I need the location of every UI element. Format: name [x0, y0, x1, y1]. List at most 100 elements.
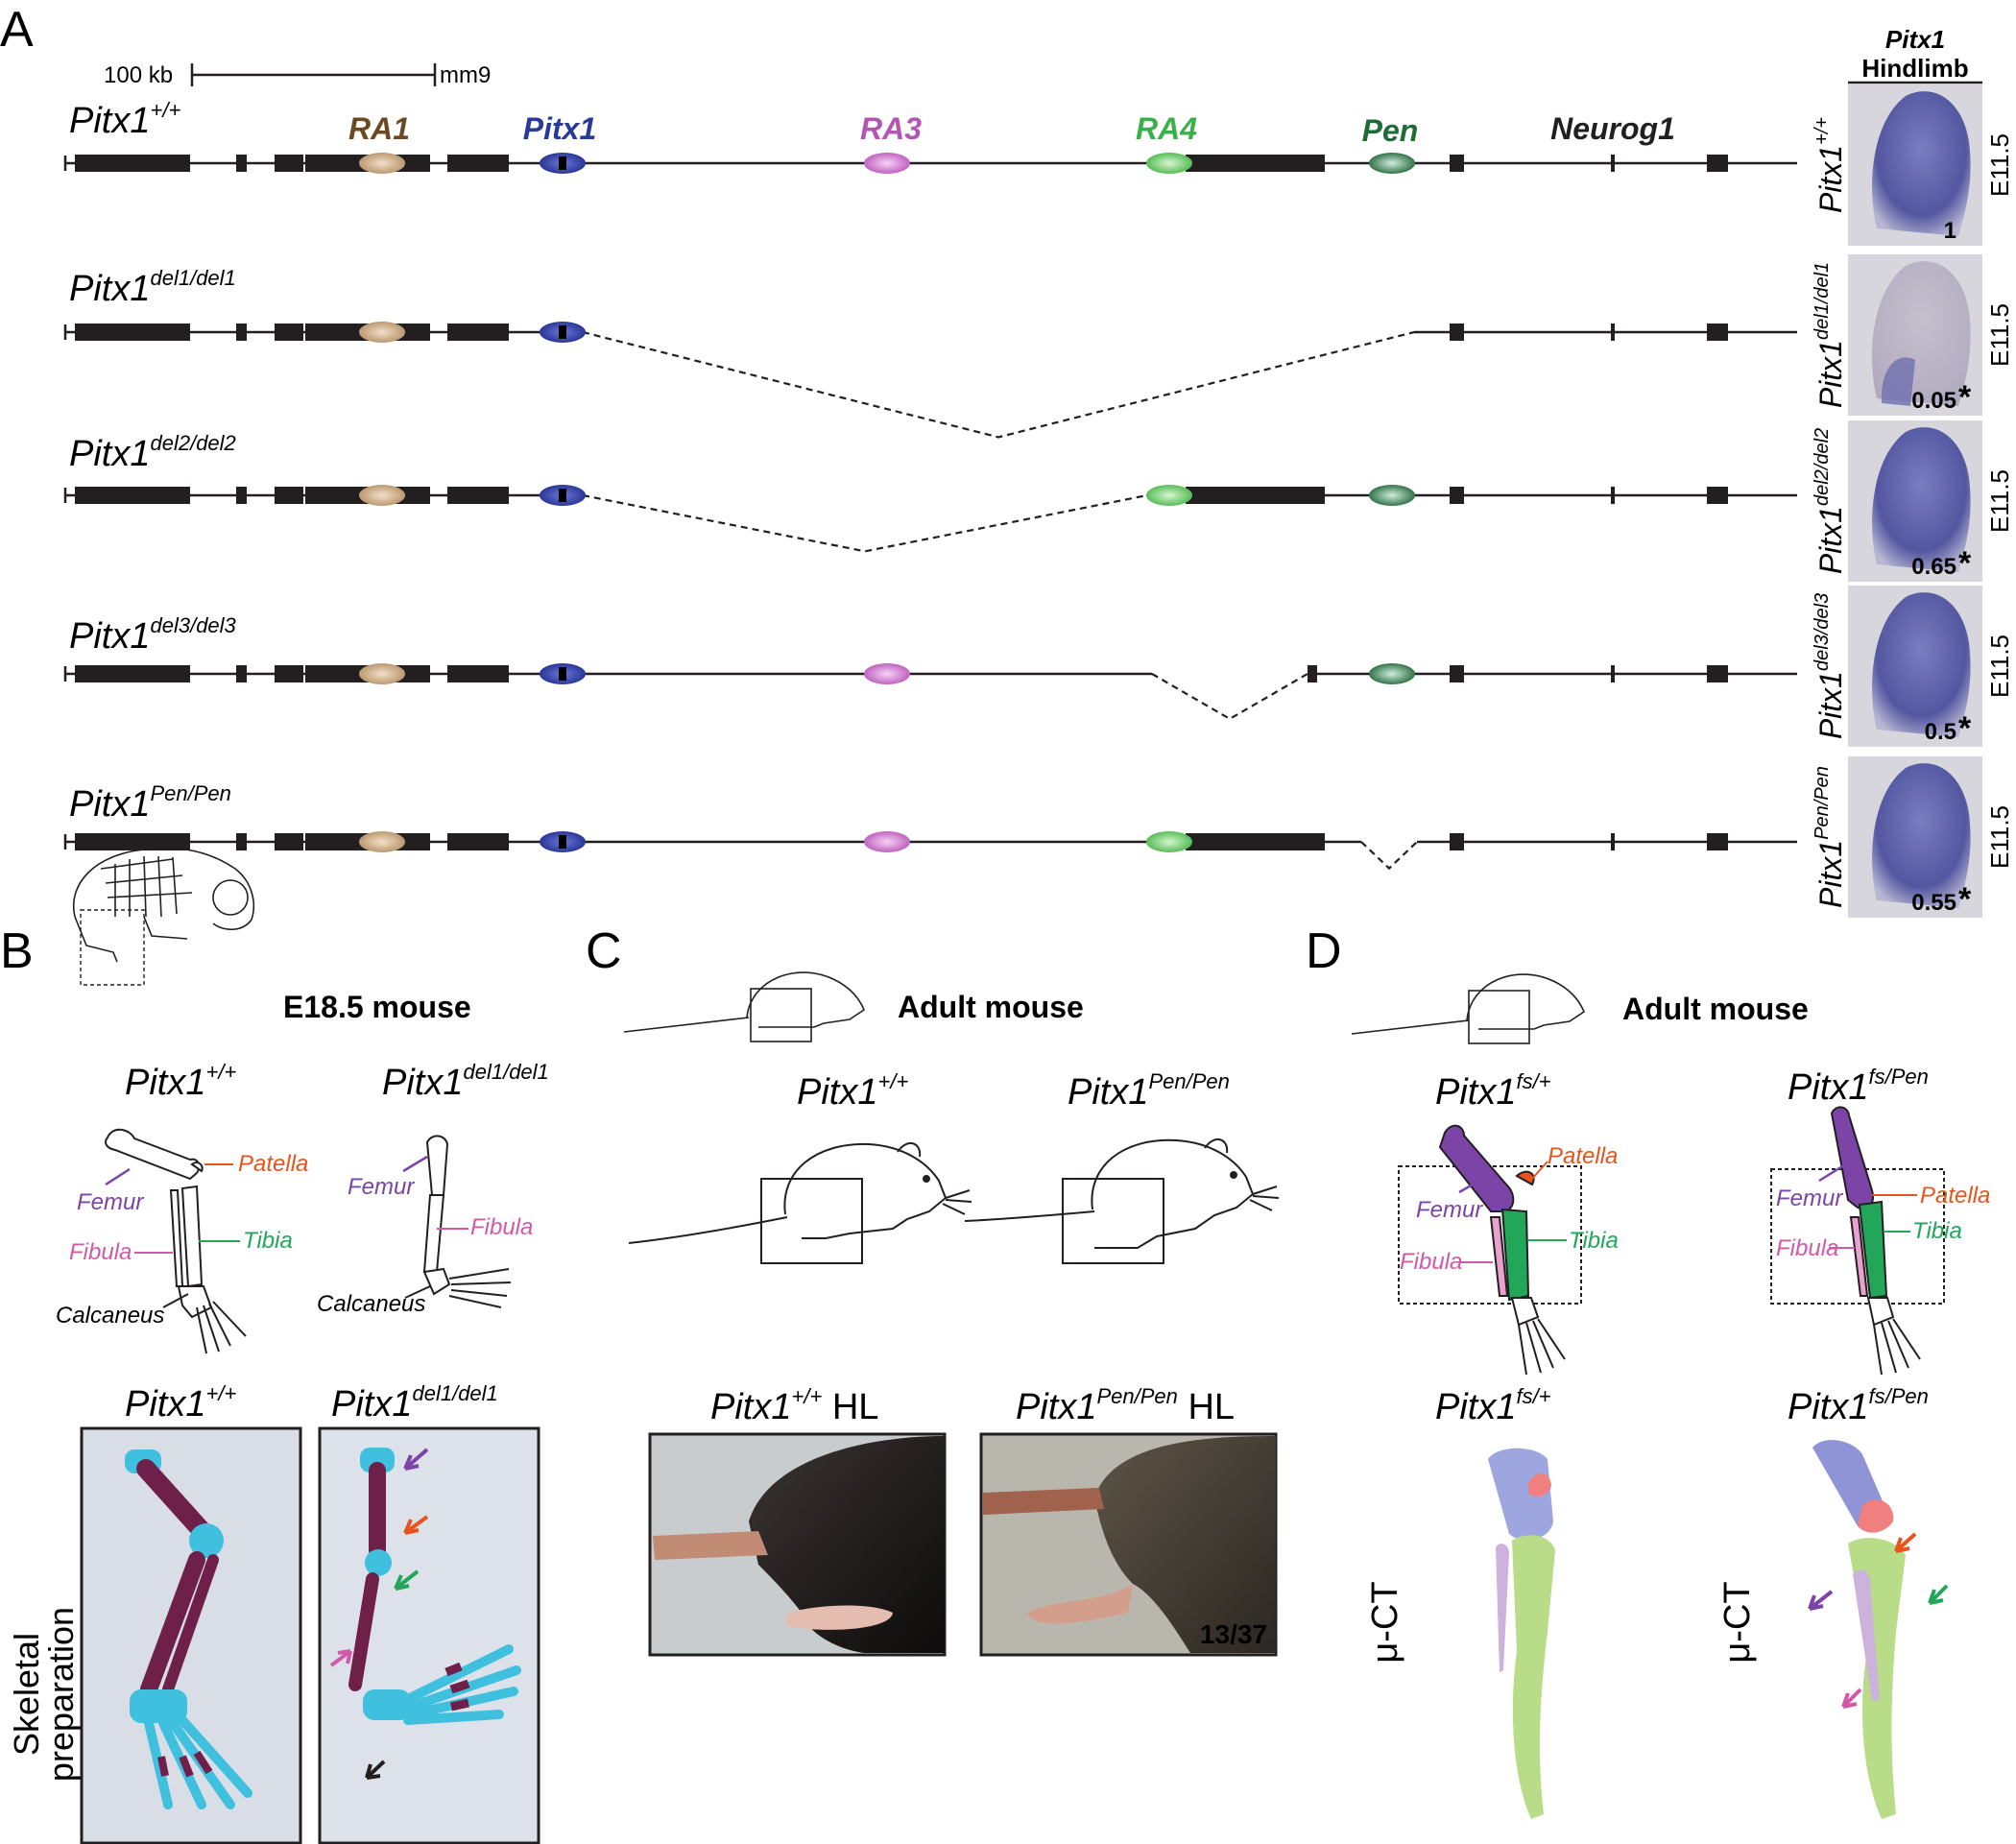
- genotype-track: Pitx1del2/del2: [63, 431, 1797, 553]
- b-wt-calcaneus: Calcaneus: [56, 1303, 164, 1329]
- expression-value: 0.65: [1911, 554, 1956, 580]
- d-het-femur: Femur: [1416, 1197, 1483, 1223]
- b-wt-leg-drawing: [105, 1128, 247, 1354]
- limb-genotype-label: Pitx1+/+: [1812, 117, 1848, 213]
- limb-genotype-label: Pitx1del1/del1: [1812, 262, 1848, 408]
- hindlimb-header-tissue: Hindlimb: [1861, 54, 1968, 83]
- expression-value: 0.05: [1911, 388, 1956, 414]
- scale-bar-assembly: mm9: [440, 62, 491, 88]
- expression-value: 1: [1944, 218, 1956, 244]
- genotype-label: Pitx1del1/del1: [69, 266, 236, 309]
- genotype-track: Pitx1del1/del1: [63, 266, 1797, 439]
- hindlimb-image: 0.05* Pitx1del1/del1 E11.5: [1812, 254, 2014, 416]
- d-mut-fibula: Fibula: [1776, 1235, 1838, 1261]
- c-photo-geno-wt: Pitx1+/+ HL: [710, 1384, 878, 1427]
- ra3-element: [864, 663, 910, 684]
- genotype-label: Pitx1Pen/Pen: [69, 781, 231, 825]
- d-mut-tibia: Tibia: [1912, 1218, 1962, 1244]
- ra4-element: [1146, 485, 1192, 506]
- b-skeletal-prep-mut: [318, 1426, 540, 1844]
- c-photo-mut: [979, 1432, 1278, 1657]
- stage-label: E11.5: [1985, 133, 2014, 197]
- significance-star: *: [1958, 710, 1972, 747]
- label-pitx1: Pitx1: [523, 111, 596, 146]
- genomic-tracks: Pitx1+/+Pitx1del1/del1Pitx1del2/del2Pitx…: [63, 98, 1797, 871]
- c-mut-mouse: [964, 1138, 1280, 1264]
- expression-value: 0.5: [1925, 719, 1956, 745]
- label-pen: Pen: [1362, 113, 1419, 148]
- label-ra4: RA4: [1136, 111, 1197, 146]
- genotype-label: Pitx1del2/del2: [69, 431, 236, 474]
- ra3-element: [864, 153, 910, 174]
- panel-c: Adult mouse Pitx1+/+ Pitx1Pen/Pen Pitx1+…: [623, 971, 1280, 1657]
- b-wt-tibia: Tibia: [243, 1228, 293, 1254]
- panel-letter-d: D: [1306, 923, 1342, 979]
- d-mut-femur: Femur: [1776, 1185, 1843, 1211]
- genotype-track: Pitx1Pen/Pen: [63, 781, 1797, 871]
- ra3-element: [864, 831, 910, 852]
- limb-genotype-label: Pitx1Pen/Pen: [1812, 766, 1848, 908]
- d-geno-mut: Pitx1fs/Pen: [1788, 1065, 1929, 1108]
- scale-bar-label: 100 kb: [104, 62, 173, 88]
- b-prep-label-1: Skeletal: [7, 1633, 46, 1756]
- limb-genotype-label: Pitx1del2/del2: [1812, 428, 1848, 574]
- limb-genotype-label: Pitx1del3/del3: [1812, 593, 1848, 739]
- d-ct-geno-het: Pitx1fs/+: [1435, 1384, 1551, 1427]
- label-ra3: RA3: [860, 111, 922, 146]
- genotype-label: Pitx1+/+: [69, 98, 180, 141]
- b-mut-calcaneus: Calcaneus: [317, 1291, 425, 1317]
- panel-letter-c: C: [586, 923, 622, 979]
- c-count: 13/37: [1200, 1619, 1267, 1649]
- pen-element: [1369, 485, 1415, 506]
- genotype-track: Pitx1del3/del3: [63, 613, 1797, 721]
- b-prep-label-2: preparation: [41, 1607, 81, 1782]
- pen-element: [1369, 663, 1415, 684]
- d-uct-label-mut: μ-CT: [1717, 1581, 1758, 1663]
- c-photo-geno-mut: Pitx1Pen/Pen HL: [1016, 1384, 1235, 1427]
- d-uct-label-het: μ-CT: [1365, 1581, 1405, 1663]
- ra1-element: [359, 322, 405, 343]
- expression-value: 0.55: [1911, 890, 1956, 916]
- b-mut-fibula: Fibula: [470, 1214, 533, 1240]
- label-neurog1: Neurog1: [1550, 111, 1675, 146]
- significance-star: *: [1958, 545, 1972, 582]
- ra1-element: [359, 485, 405, 506]
- c-geno-wt: Pitx1+/+: [797, 1069, 908, 1113]
- panel-letter-b: B: [0, 923, 34, 979]
- scale-bar: 100 kb mm9: [104, 62, 491, 88]
- b-wt-patella: Patella: [238, 1151, 308, 1177]
- d-ct-geno-mut: Pitx1fs/Pen: [1788, 1384, 1929, 1427]
- d-geno-het: Pitx1fs/+: [1435, 1069, 1551, 1113]
- stage-label: E11.5: [1985, 303, 2014, 367]
- stage-label: E11.5: [1985, 635, 2014, 698]
- d-mouse-icon: [1351, 973, 1585, 1044]
- d-uct-mut: [1808, 1440, 1949, 1819]
- significance-star: *: [1958, 379, 1972, 416]
- panel-b: E18.5 mouse Pitx1+/+ Pitx1del1/del1 Pate…: [7, 847, 549, 1844]
- label-ra1: RA1: [348, 111, 410, 146]
- c-title: Adult mouse: [898, 990, 1084, 1024]
- b-geno-mut: Pitx1del1/del1: [382, 1060, 549, 1103]
- b-wt-femur: Femur: [77, 1189, 144, 1215]
- hindlimb-image: 0.65* Pitx1del2/del2 E11.5: [1812, 420, 2014, 582]
- b-mut-leg-drawing: [422, 1135, 512, 1308]
- c-wt-mouse: [628, 1142, 972, 1264]
- ra1-element: [359, 663, 405, 684]
- ra4-element: [1146, 831, 1192, 852]
- d-title: Adult mouse: [1622, 992, 1809, 1026]
- stage-label: E11.5: [1985, 469, 2014, 533]
- hindlimb-image: 0.5* Pitx1del3/del3 E11.5: [1812, 586, 2014, 747]
- ra1-element: [359, 831, 405, 852]
- significance-star: *: [1958, 881, 1972, 918]
- genotype-track: Pitx1+/+: [63, 98, 1797, 174]
- c-photo-wt: [648, 1432, 947, 1657]
- c-mouse-icon: [623, 971, 865, 1042]
- b-photo-geno-wt: Pitx1+/+: [125, 1381, 236, 1425]
- panel-d: Adult mouse Pitx1fs/+ Pitx1fs/Pen Patell…: [1351, 973, 1990, 1819]
- hindlimb-header: Pitx1 Hindlimb: [1848, 25, 1982, 84]
- b-photo-geno-mut: Pitx1del1/del1: [331, 1381, 498, 1425]
- ra4-element: [1146, 153, 1192, 174]
